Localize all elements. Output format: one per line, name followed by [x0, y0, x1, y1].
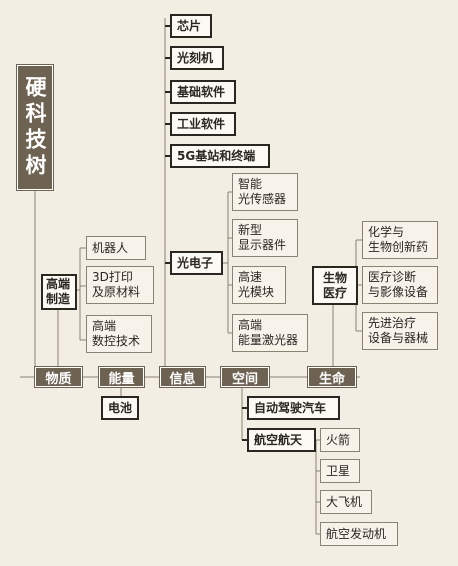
- info-item-lithography: 光刻机: [170, 46, 224, 70]
- material-group-advanced-manufacturing: 高端 制造: [41, 274, 77, 310]
- material-item-robot: 机器人: [86, 236, 146, 260]
- info-item-5g: 5G基站和终端: [170, 144, 270, 168]
- material-item-cnc: 高端 数控技术: [86, 315, 152, 353]
- category-information: 信息: [159, 366, 206, 388]
- life-item-therapy-devices: 先进治疗 设备与器械: [362, 312, 438, 350]
- aero-item-rocket: 火箭: [320, 428, 360, 452]
- info-group-optoelectronics: 光电子: [170, 251, 223, 275]
- opto-item-display: 新型 显示器件: [232, 219, 298, 257]
- category-materials: 物质: [34, 366, 83, 388]
- category-space: 空间: [220, 366, 270, 388]
- life-item-drugs: 化学与 生物创新药: [362, 221, 438, 259]
- life-item-diagnostics: 医疗诊断 与影像设备: [362, 266, 438, 304]
- aero-item-satellite: 卫星: [320, 459, 360, 483]
- material-item-3d-printing: 3D打印 及原材料: [86, 266, 154, 304]
- info-item-industrial-software: 工业软件: [170, 112, 236, 136]
- category-energy: 能量: [98, 366, 145, 388]
- space-item-autonomous-car: 自动驾驶汽车: [247, 396, 340, 420]
- tree-title: 硬科技树: [16, 64, 54, 191]
- life-group-biomedical: 生物 医疗: [312, 266, 358, 305]
- opto-item-smart-sensor: 智能 光传感器: [232, 173, 298, 211]
- opto-item-optical-module: 高速 光模块: [232, 266, 286, 304]
- category-life: 生命: [307, 366, 357, 388]
- aero-item-airplane: 大飞机: [320, 490, 372, 514]
- energy-item-battery: 电池: [101, 396, 139, 420]
- info-item-basic-software: 基础软件: [170, 80, 236, 104]
- space-group-aerospace: 航空航天: [247, 428, 316, 452]
- opto-item-laser: 高端 能量激光器: [232, 314, 308, 352]
- aero-item-aero-engine: 航空发动机: [320, 522, 398, 546]
- info-item-chip: 芯片: [170, 14, 212, 38]
